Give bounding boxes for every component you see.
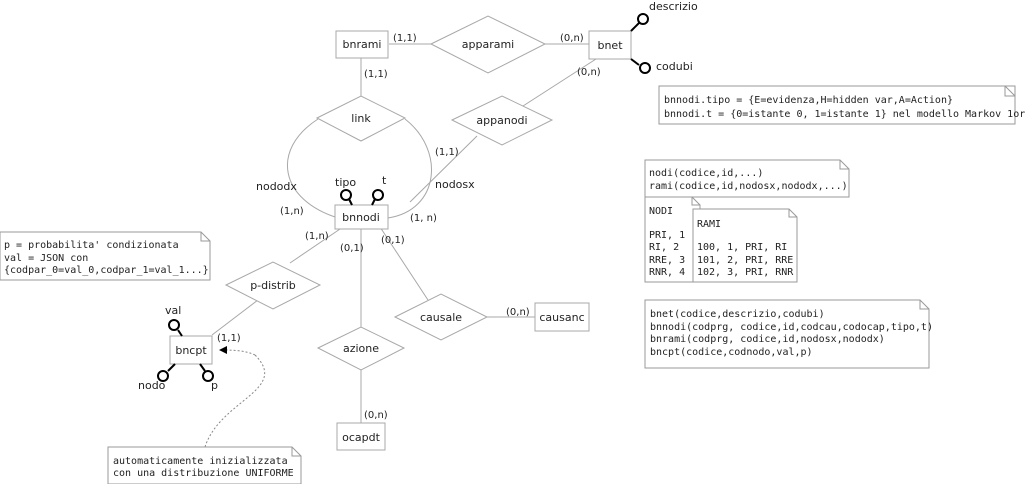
note-tables-line: bnet(codice,descrizio,codubi) — [650, 309, 825, 320]
note-tipo-line: bnnodi.tipo = {E=evidenza,H=hidden var,A… — [664, 95, 953, 106]
card-bnnodi-causale: (0,1) — [381, 235, 405, 246]
card-causanc-causale: (0,n) — [506, 307, 530, 318]
svg-text:p-distrib: p-distrib — [250, 279, 296, 292]
note-uniform-line: con una distribuzione UNIFORME — [113, 468, 294, 479]
note-nodi-line: PRI, 1 — [649, 230, 685, 241]
card-ocapdt-azione: (0,n) — [364, 410, 388, 421]
card-bnet-appanodi: (0,n) — [577, 67, 601, 78]
note-rami-line: 100, 1, PRI, RI — [697, 242, 787, 253]
line-uniform-note — [204, 354, 266, 448]
svg-text:val: val — [165, 304, 181, 317]
note-rami-line: RAMI — [697, 219, 721, 230]
line-bnet-appanodi — [522, 58, 597, 107]
card-bnnodi-azione: (0,1) — [340, 243, 364, 254]
svg-text:descrizio: descrizio — [649, 0, 698, 13]
relation-apparami[interactable]: apparami — [429, 15, 547, 74]
relation-appanodi[interactable]: appanodi — [450, 95, 554, 146]
svg-text:causale: causale — [420, 311, 462, 324]
note-tipo-line: bnnodi.t = {0=istante 0, 1=istante 1} ne… — [664, 109, 1025, 120]
attribute-tipo[interactable]: tipo — [335, 176, 356, 206]
card-bncpt-pdistrib: (1,1) — [217, 333, 241, 344]
note-rami-line: 102, 3, PRI, RNR — [697, 267, 794, 278]
connections — [204, 43, 597, 448]
entity-ocapdt[interactable]: ocapdt — [336, 422, 386, 451]
entity-bnrami[interactable]: bnrami — [335, 30, 389, 59]
role-nododx: nododx — [256, 180, 297, 193]
line-bnnodi-causale — [379, 226, 429, 301]
card-bnrami-apparami: (1,1) — [393, 33, 417, 44]
note-prob-line: val = JSON con — [4, 253, 88, 264]
note-rami: RAMI 100, 1, PRI, RI 101, 2, PRI, RRE 10… — [692, 208, 798, 283]
relation-p-distrib[interactable]: p-distrib — [224, 261, 322, 310]
svg-text:tipo: tipo — [335, 176, 356, 189]
note-nodi-line: NODI — [649, 206, 673, 217]
svg-text:ocapdt: ocapdt — [342, 431, 380, 444]
note-prob: p = probabilita' condizionata val = JSON… — [0, 231, 211, 281]
role-nodosx: nodosx — [435, 178, 475, 191]
svg-text:bnet: bnet — [597, 39, 623, 52]
note-tables-line: bnnodi(codprg, codice,id,codcau,codocap,… — [650, 322, 933, 333]
note-nodi-line: RI, 2 — [649, 242, 679, 253]
note-tipo: bnnodi.tipo = {E=evidenza,H=hidden var,A… — [658, 85, 1025, 125]
note-nodi-line: RNR, 4 — [649, 267, 685, 278]
card-bnnodi-appanodi: (1,1) — [435, 147, 459, 158]
svg-text:link: link — [351, 112, 371, 125]
note-tables: bnet(codice,descrizio,codubi) bnnodi(cod… — [644, 299, 933, 369]
note-nodi-line: RRE, 3 — [649, 255, 685, 266]
note-uniform: automaticamente inizializzata con una di… — [107, 446, 302, 484]
line-pdistrib-bncpt — [211, 299, 259, 336]
line-link-nodosx — [387, 118, 432, 219]
relation-causale[interactable]: causale — [393, 293, 489, 341]
attribute-nodo[interactable]: nodo — [138, 363, 176, 392]
svg-text:causanc: causanc — [539, 311, 584, 324]
svg-text:bnnodi: bnnodi — [342, 211, 380, 224]
note-rami-line: 101, 2, PRI, RRE — [697, 255, 793, 266]
attribute-descrizio[interactable]: descrizio — [630, 0, 698, 32]
attribute-codubi[interactable]: codubi — [630, 58, 693, 74]
card-bnnodi-nododx: (1,n) — [280, 206, 304, 217]
svg-text:nodo: nodo — [138, 379, 166, 392]
line-appanodi-bnnodi — [409, 135, 478, 203]
arrow-to-bncpt — [219, 346, 256, 356]
svg-text:appanodi: appanodi — [476, 114, 527, 127]
relation-azione[interactable]: azione — [316, 326, 406, 371]
svg-text:t: t — [382, 174, 387, 187]
note-schema-line: rami(codice,id,nodosx,nododx,...) — [649, 181, 848, 192]
card-bnet-apparami: (0,n) — [560, 33, 584, 44]
entity-causanc[interactable]: causanc — [534, 302, 590, 332]
card-bnnodi-pdistrib: (1,n) — [305, 231, 329, 242]
note-prob-line: p = probabilita' condizionata — [4, 240, 179, 251]
note-tables-line: bnrami(codprg, codice,id,nodosx,nododx) — [650, 334, 885, 345]
entity-bnnodi[interactable]: bnnodi — [334, 204, 389, 230]
note-tables-line: bncpt(codice,codnodo,val,p) — [650, 347, 813, 358]
svg-text:codubi: codubi — [656, 60, 693, 73]
entity-bnet[interactable]: bnet — [588, 30, 632, 60]
line-link-nododx — [287, 118, 339, 219]
line-bnnodi-pdistrib — [289, 226, 344, 264]
svg-text:apparami: apparami — [462, 38, 514, 51]
note-schema-line: nodi(codice,id,...) — [649, 168, 763, 179]
attribute-t[interactable]: t — [371, 174, 387, 206]
note-schema: nodi(codice,id,...) rami(codice,id,nodos… — [644, 159, 850, 198]
entity-bncpt[interactable]: bncpt — [169, 335, 213, 365]
relation-link[interactable]: link — [315, 95, 407, 142]
note-nodi: NODI PRI, 1 RI, 2 RRE, 3 RNR, 4 — [644, 196, 701, 283]
svg-text:bncpt: bncpt — [175, 344, 207, 357]
svg-text:p: p — [211, 379, 218, 392]
card-bnnodi-nodosx: (1, n) — [410, 213, 437, 224]
note-prob-line: {codpar_0=val_0,codpar_1=val_1...} — [4, 265, 209, 276]
svg-text:bnrami: bnrami — [343, 38, 382, 51]
note-uniform-line: automaticamente inizializzata — [113, 456, 288, 467]
attribute-p[interactable]: p — [199, 363, 218, 392]
card-bnrami-link: (1,1) — [364, 69, 388, 80]
attribute-val[interactable]: val — [165, 304, 183, 337]
svg-text:azione: azione — [343, 342, 379, 355]
